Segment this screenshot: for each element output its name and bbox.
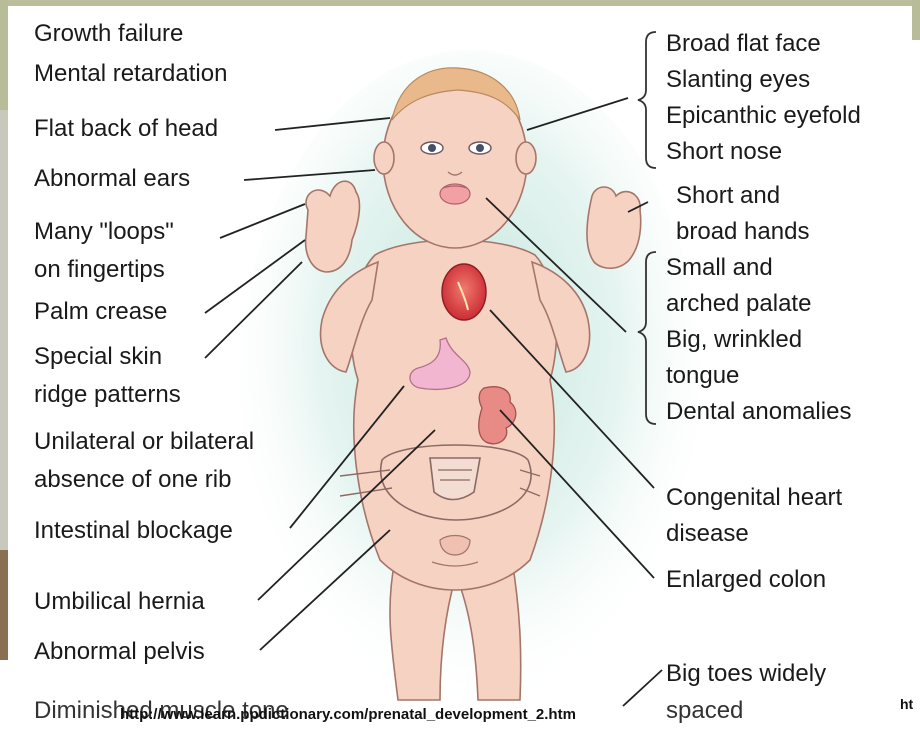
label-disease: disease [666, 520, 749, 548]
label-small-and: Small and [666, 254, 773, 282]
label-dental-anomalies: Dental anomalies [666, 398, 851, 426]
label-umbilical-hernia: Umbilical hernia [34, 588, 205, 616]
label-abnormal-ears: Abnormal ears [34, 165, 190, 193]
label-short-nose: Short nose [666, 138, 782, 166]
label-big-wrinkled: Big, wrinkled [666, 326, 802, 354]
label-many-loops: Many "loops" [34, 218, 174, 246]
label-big-toes-widely: Big toes widely [666, 660, 826, 688]
label-flat-back-of-head: Flat back of head [34, 115, 218, 143]
heart-organ [442, 264, 486, 320]
label-short-and: Short and [676, 182, 780, 210]
label-special-skin: Special skin [34, 343, 162, 371]
label-arched-palate: arched palate [666, 290, 811, 318]
label-broad-flat-face: Broad flat face [666, 30, 821, 58]
label-mental-retardation: Mental retardation [34, 60, 227, 88]
label-absence-of-one-rib: absence of one rib [34, 466, 231, 494]
label-growth-failure: Growth failure [34, 20, 183, 48]
source-url[interactable]: http://www.learn.ppdictionary.com/prenat… [120, 706, 576, 723]
label-tongue: tongue [666, 362, 739, 390]
label-palm-crease: Palm crease [34, 298, 167, 326]
label-slanting-eyes: Slanting eyes [666, 66, 810, 94]
label-spaced: spaced [666, 697, 743, 725]
label-broad-hands: broad hands [676, 218, 809, 246]
label-enlarged-colon: Enlarged colon [666, 566, 826, 594]
label-epicanthic-eyefold: Epicanthic eyefold [666, 102, 861, 130]
label-abnormal-pelvis: Abnormal pelvis [34, 638, 205, 666]
label-unilateral-bilateral: Unilateral or bilateral [34, 428, 254, 456]
source-url-fragment: ht [900, 696, 913, 712]
label-ridge-patterns: ridge patterns [34, 381, 181, 409]
label-intestinal-blockage: Intestinal blockage [34, 517, 233, 545]
label-congenital-heart: Congenital heart [666, 484, 842, 512]
label-on-fingertips: on fingertips [34, 256, 165, 284]
